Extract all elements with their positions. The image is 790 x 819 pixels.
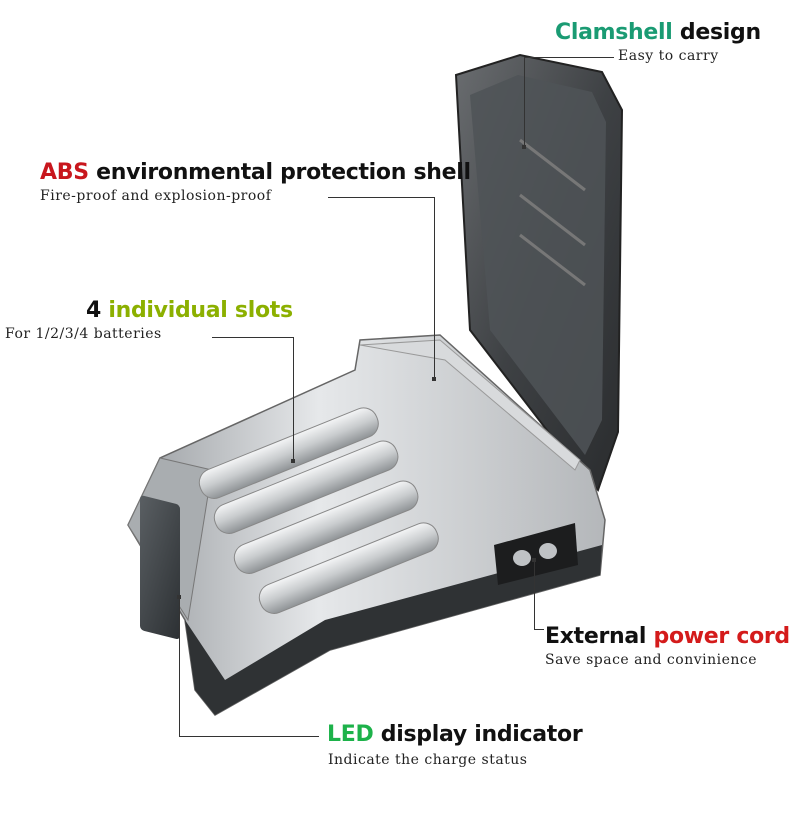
batteries: [198, 407, 439, 614]
abs-accent: ABS: [40, 160, 89, 185]
power-leader-dot: [532, 558, 536, 562]
clamshell-subtitle: Easy to carry: [618, 48, 719, 64]
abs-subtitle: Fire-proof and explosion-proof: [40, 188, 272, 204]
abs-title: ABS environmental protection shell: [40, 160, 471, 185]
clamshell-leader-dot: [522, 145, 526, 149]
power-title: External power cord: [545, 624, 790, 649]
led-rest: display indicator: [373, 722, 583, 747]
abs-rest: environmental protection shell: [88, 160, 471, 185]
slots-lead: 4: [86, 298, 109, 323]
led-screen: [140, 495, 180, 640]
led-accent: LED: [327, 722, 374, 747]
led-leader-h: [179, 736, 319, 737]
power-leader-h: [534, 629, 544, 630]
led-leader-dot: [177, 595, 181, 599]
led-title: LED display indicator: [327, 722, 583, 747]
clamshell-leader-h: [524, 57, 614, 58]
clamshell-lid: [454, 53, 624, 492]
slots-subtitle: For 1/2/3/4 batteries: [5, 326, 162, 342]
power-accent: power cord: [653, 624, 790, 649]
slots-accent: individual slots: [108, 298, 293, 323]
led-subtitle: Indicate the charge status: [328, 752, 528, 768]
led-leader-v: [179, 597, 180, 737]
clamshell-accent: Clamshell: [555, 20, 673, 45]
power-leader-v: [534, 560, 535, 630]
slots-leader-v: [293, 337, 294, 461]
power-socket: [494, 523, 578, 585]
clamshell-leader-v: [524, 57, 525, 147]
power-lead: External: [545, 624, 654, 649]
abs-leader-v: [434, 197, 435, 379]
slots-leader-dot: [291, 459, 295, 463]
power-subtitle: Save space and convinience: [545, 652, 758, 668]
abs-leader-dot: [432, 377, 436, 381]
abs-leader-h: [328, 197, 434, 198]
slots-leader-h: [212, 337, 294, 338]
clamshell-title: Clamshell design: [555, 20, 761, 45]
slots-title: 4 individual slots: [86, 298, 293, 323]
clamshell-rest: design: [672, 20, 761, 45]
